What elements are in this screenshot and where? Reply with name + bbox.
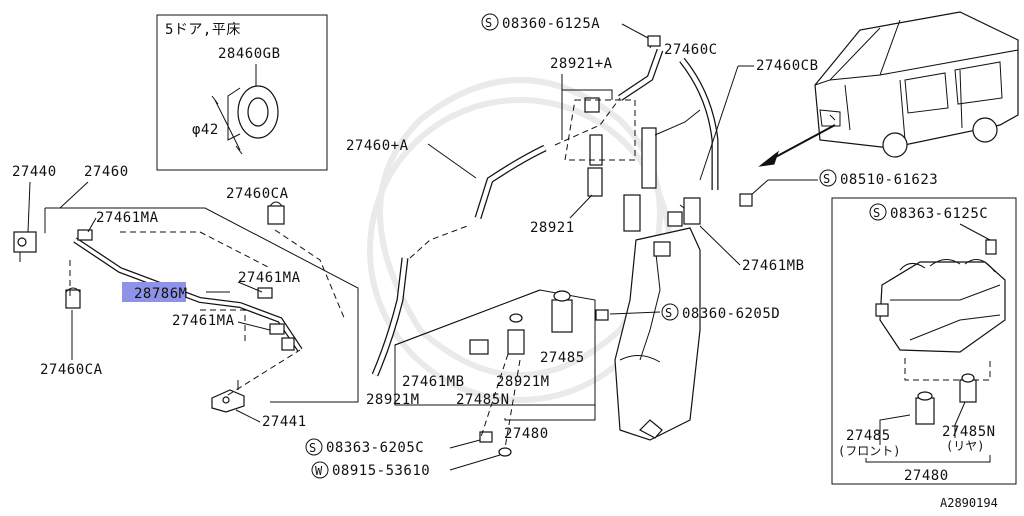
label-28921A: 28921+A <box>550 56 613 72</box>
label-08363-6205C: 08363-6205C <box>326 440 424 456</box>
washer-tank-part <box>614 227 701 441</box>
clip-27460CA-top-part <box>267 201 285 225</box>
inset-title: 5ドア,平床 <box>165 22 241 38</box>
symbol-s-2: S <box>823 172 830 186</box>
highlight-28786M <box>122 282 186 302</box>
label-28460GB: 28460GB <box>218 46 281 62</box>
connector-part <box>281 337 295 351</box>
nozzle-27440-part <box>13 231 37 262</box>
inset-tank-box: S 08363-6125C 27485 27485N (フロント) (リヤ) 2… <box>831 197 1017 485</box>
label-28921M-2: 28921M <box>366 392 420 408</box>
front-hose-assembly <box>371 35 719 377</box>
label-27441: 27441 <box>262 414 307 430</box>
van-illustration <box>814 11 1019 158</box>
label-08360-6205D: 08360-6205D <box>682 306 780 322</box>
label-27480-inset: 27480 <box>904 468 949 484</box>
label-28921: 28921 <box>530 220 575 236</box>
pump-parts <box>469 290 609 457</box>
diagram-code: A2890194 <box>940 496 998 510</box>
label-27485N-inset: 27485N <box>942 424 996 440</box>
tank-inset-part <box>875 259 1006 353</box>
connector-part <box>77 229 93 241</box>
label-08363-6125C: 08363-6125C <box>890 206 988 222</box>
label-28786M: 28786M <box>134 286 188 302</box>
rear-hose-assembly <box>13 201 359 413</box>
clip-27460CA-bottom-part <box>65 287 81 309</box>
label-27461MB-2: 27461MB <box>402 374 465 390</box>
label-27485-inset: 27485 <box>846 428 891 444</box>
label-27440: 27440 <box>12 164 57 180</box>
connector-part <box>269 323 285 335</box>
label-27460C: 27460C <box>664 42 718 58</box>
label-dimension: φ42 <box>192 122 219 138</box>
label-27461MA-1: 27461MA <box>96 210 159 226</box>
label-front: (フロント) <box>838 444 900 458</box>
label-27460CA-top: 27460CA <box>226 186 289 202</box>
seal-ring-part <box>227 85 279 141</box>
bracket-27441-part <box>211 380 245 413</box>
symbol-s-3: S <box>665 306 672 320</box>
inset-5door-box: 5ドア,平床 28460GB φ42 <box>156 14 328 171</box>
label-27485N: 27485N <box>456 392 510 408</box>
label-27461MB-1: 27461MB <box>742 258 805 274</box>
label-27485: 27485 <box>540 350 585 366</box>
symbol-w: W <box>315 464 323 478</box>
label-27460CB: 27460CB <box>756 58 819 74</box>
label-28921M-1: 28921M <box>496 374 550 390</box>
label-27480: 27480 <box>504 426 549 442</box>
label-08360-6125A: 08360-6125A <box>502 16 600 32</box>
label-27460: 27460 <box>84 164 129 180</box>
label-27461MA-3: 27461MA <box>172 313 235 329</box>
symbol-s-1: S <box>485 16 492 30</box>
symbol-s-4: S <box>309 441 316 455</box>
label-27460A: 27460+A <box>346 138 409 154</box>
label-27460CA-bottom: 27460CA <box>40 362 103 378</box>
symbol-s-5: S <box>873 206 880 220</box>
label-08915-53610: 08915-53610 <box>332 463 430 479</box>
label-27461MA-2: 27461MA <box>238 270 301 286</box>
connector-part <box>257 287 273 299</box>
label-rear: (リヤ) <box>946 439 984 453</box>
label-08510-61623: 08510-61623 <box>840 172 938 188</box>
